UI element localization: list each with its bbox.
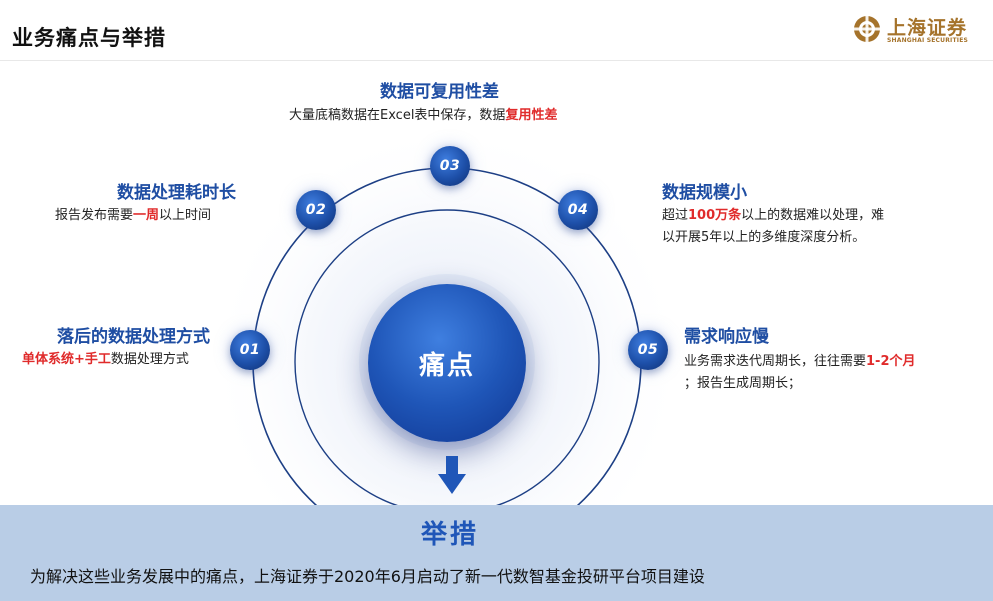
text-line: 以开展5年以上的多维度深度分析。 (662, 227, 884, 249)
measures-text: 为解决这些业务发展中的痛点，上海证券于2020年6月启动了新一代数智基金投研平台… (30, 567, 705, 586)
pain-point-04-title: 数据规模小 (662, 183, 747, 203)
text-line: 大量底稿数据在Excel表中保存，数据复用性差 (289, 105, 557, 127)
pain-point-04-text: 超过100万条以上的数据难以处理，难以开展5年以上的多维度深度分析。 (662, 205, 884, 249)
badge-04: 04 (558, 190, 598, 230)
company-logo: 上海证券 SHANGHAI SECURITIES (853, 12, 973, 52)
measures-band (0, 505, 993, 601)
highlight-text: 复用性差 (505, 108, 558, 123)
body-text: 以上时间 (159, 208, 212, 223)
body-text: 大量底稿数据在Excel表中保存，数据 (289, 108, 506, 123)
pain-point-02-title: 数据处理耗时长 (117, 183, 236, 203)
text-line: 单体系统+手工数据处理方式 (22, 349, 189, 371)
highlight-text: 100万条 (688, 208, 742, 223)
body-text: 以上的数据难以处理，难 (741, 208, 885, 223)
body-text: 数据处理方式 (110, 352, 189, 367)
text-line: ；报告生成周期长； (684, 373, 916, 395)
text-line: 超过100万条以上的数据难以处理，难 (662, 205, 884, 227)
pain-point-02-text: 报告发布需要一周以上时间 (55, 205, 211, 227)
pain-point-03-text: 大量底稿数据在Excel表中保存，数据复用性差 (289, 105, 557, 127)
title-divider (0, 60, 993, 61)
center-circle: 痛点 (368, 284, 526, 442)
highlight-text: 单体系统+手工 (22, 352, 111, 367)
badge-02: 02 (296, 190, 336, 230)
page-title: 业务痛点与举措 (12, 26, 166, 50)
text-line: 业务需求迭代周期长，往往需要1-2个月 (684, 351, 916, 373)
body-text: 超过 (662, 208, 689, 223)
body-text: 以开展5年以上的多维度深度分析。 (662, 230, 866, 245)
logo-name-cn: 上海证券 (887, 17, 968, 39)
pain-point-01-text: 单体系统+手工数据处理方式 (22, 349, 189, 371)
badge-05: 05 (628, 330, 668, 370)
pain-point-03-title: 数据可复用性差 (380, 82, 499, 102)
center-label: 痛点 (418, 350, 475, 381)
body-text: ；报告生成周期长； (684, 376, 802, 391)
highlight-text: 一周 (133, 208, 160, 223)
down-arrow-icon (438, 456, 466, 494)
body-text: 报告发布需要 (55, 208, 134, 223)
pain-point-05-title: 需求响应慢 (684, 327, 769, 347)
pain-point-05-text: 业务需求迭代周期长，往往需要1-2个月 ；报告生成周期长； (684, 351, 916, 395)
text-line: 报告发布需要一周以上时间 (55, 205, 211, 227)
pain-point-01-title: 落后的数据处理方式 (57, 327, 210, 347)
badge-01: 01 (230, 330, 270, 370)
highlight-text: 1-2个月 (866, 354, 916, 369)
measures-title: 举措 (420, 520, 479, 550)
logo-mark-icon (853, 15, 881, 43)
badge-03: 03 (430, 146, 470, 186)
logo-name-en: SHANGHAI SECURITIES (887, 37, 969, 44)
body-text: 业务需求迭代周期长，往往需要 (684, 354, 867, 369)
